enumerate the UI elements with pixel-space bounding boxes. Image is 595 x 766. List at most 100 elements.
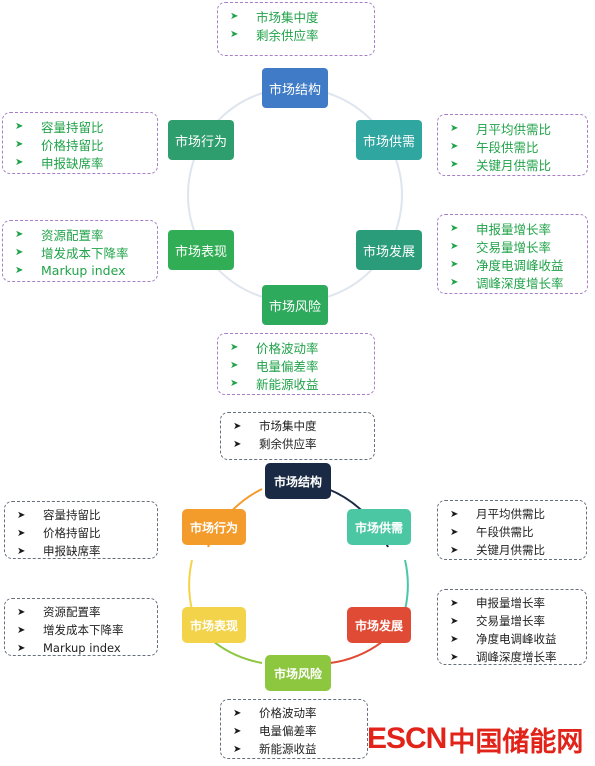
arrow-bullet-icon: ➤ <box>15 228 24 240</box>
indicator-box-performance: ➤资源配置率 ➤增发成本下降率 ➤Markup index <box>2 220 158 282</box>
logo-text-cn: 中国储能网 <box>448 726 584 757</box>
node-market-structure: 市场结构 <box>265 463 331 499</box>
arrow-bullet-icon: ➤ <box>17 624 26 636</box>
indicator-item: ➤申报缺席率 <box>17 544 101 558</box>
node-market-supply: 市场供需 <box>356 120 422 160</box>
indicator-item: ➤交易量增长率 <box>450 614 545 628</box>
indicator-box-structure: ➤市场集中度 ➤剩余供应率 <box>217 2 375 56</box>
arrow-bullet-icon: ➤ <box>450 258 459 270</box>
arrow-bullet-icon: ➤ <box>233 707 242 719</box>
indicator-box-structure: ➤市场集中度 ➤剩余供应率 <box>220 412 375 460</box>
indicator-item: ➤价格持留比 <box>17 526 101 540</box>
arrow-bullet-icon: ➤ <box>15 156 24 168</box>
node-market-performance: 市场表现 <box>168 230 234 270</box>
arrow-bullet-icon: ➤ <box>450 276 459 288</box>
arrow-bullet-icon: ➤ <box>450 158 459 170</box>
indicator-item: ➤净度电调峰收益 <box>450 632 557 646</box>
escn-logo-watermark: ESCN 中国储能网 <box>367 722 584 757</box>
indicator-box-supply: ➤月平均供需比 ➤午段供需比 ➤关键月供需比 <box>437 114 588 176</box>
indicator-item: ➤关键月供需比 <box>450 543 545 557</box>
arrow-bullet-icon: ➤ <box>233 725 242 737</box>
arrow-bullet-icon: ➤ <box>15 246 24 258</box>
indicator-item: ➤价格持留比 <box>15 137 104 153</box>
indicator-item: ➤调峰深度增长率 <box>450 275 564 291</box>
indicator-item: ➤市场集中度 <box>230 9 319 25</box>
arrow-bullet-icon: ➤ <box>450 651 459 663</box>
indicator-item: ➤容量持留比 <box>17 508 101 522</box>
indicator-item: ➤Markup index <box>17 641 121 655</box>
indicator-item: ➤市场集中度 <box>233 419 317 433</box>
arrow-bullet-icon: ➤ <box>17 545 26 557</box>
node-market-behavior: 市场行为 <box>168 120 234 160</box>
arrow-bullet-icon: ➤ <box>230 341 239 353</box>
arrow-bullet-icon: ➤ <box>450 122 459 134</box>
node-market-supply: 市场供需 <box>347 509 411 545</box>
arrow-bullet-icon: ➤ <box>17 527 26 539</box>
node-market-risk: 市场风险 <box>265 655 331 691</box>
arrow-bullet-icon: ➤ <box>230 28 239 40</box>
arrow-bullet-icon: ➤ <box>230 10 239 22</box>
indicator-item: ➤调峰深度增长率 <box>450 650 557 664</box>
indicator-item: ➤Markup index <box>15 262 126 278</box>
indicator-box-risk: ➤价格波动率 ➤电量偏差率 ➤新能源收益 <box>220 699 368 759</box>
arrow-bullet-icon: ➤ <box>450 222 459 234</box>
indicator-box-performance: ➤资源配置率 ➤增发成本下降率 ➤Markup index <box>4 598 158 656</box>
arrow-bullet-icon: ➤ <box>450 526 459 538</box>
arrow-bullet-icon: ➤ <box>450 544 459 556</box>
indicator-box-development: ➤申报量增长率 ➤交易量增长率 ➤净度电调峰收益 ➤调峰深度增长率 <box>437 214 588 294</box>
node-market-behavior: 市场行为 <box>182 509 246 545</box>
arrow-bullet-icon: ➤ <box>17 606 26 618</box>
node-market-performance: 市场表现 <box>182 607 246 643</box>
indicator-item: ➤午段供需比 <box>450 525 534 539</box>
arrow-bullet-icon: ➤ <box>17 642 26 654</box>
arrow-bullet-icon: ➤ <box>450 615 459 627</box>
arrow-bullet-icon: ➤ <box>450 508 459 520</box>
arrow-bullet-icon: ➤ <box>15 138 24 150</box>
arrow-bullet-icon: ➤ <box>450 140 459 152</box>
indicator-item: ➤交易量增长率 <box>450 239 552 255</box>
arrow-bullet-icon: ➤ <box>450 633 459 645</box>
arrow-bullet-icon: ➤ <box>450 597 459 609</box>
indicator-item: ➤剩余供应率 <box>233 437 317 451</box>
arrow-bullet-icon: ➤ <box>17 509 26 521</box>
indicator-item: ➤月平均供需比 <box>450 507 545 521</box>
indicator-item: ➤资源配置率 <box>15 227 104 243</box>
arrow-bullet-icon: ➤ <box>15 120 24 132</box>
arrow-bullet-icon: ➤ <box>15 264 24 276</box>
indicator-item: ➤容量持留比 <box>15 119 104 135</box>
arrow-bullet-icon: ➤ <box>230 377 239 389</box>
node-market-structure: 市场结构 <box>262 68 328 108</box>
indicator-item: ➤新能源收益 <box>233 742 317 756</box>
node-market-risk: 市场风险 <box>262 285 328 325</box>
arrow-bullet-icon: ➤ <box>233 438 242 450</box>
indicator-item: ➤资源配置率 <box>17 605 101 619</box>
arrow-bullet-icon: ➤ <box>450 240 459 252</box>
indicator-item: ➤月平均供需比 <box>450 121 552 137</box>
indicator-item: ➤电量偏差率 <box>233 724 317 738</box>
market-indicator-diagram-1: 市场结构 市场供需 市场发展 市场风险 市场表现 市场行为 ➤市场集中度 ➤剩余… <box>2 2 588 395</box>
indicator-item: ➤剩余供应率 <box>230 27 319 43</box>
indicator-item: ➤价格波动率 <box>230 340 319 356</box>
node-market-development: 市场发展 <box>356 230 422 270</box>
indicator-box-supply: ➤月平均供需比 ➤午段供需比 ➤关键月供需比 <box>437 500 587 560</box>
indicator-item: ➤价格波动率 <box>233 706 317 720</box>
node-market-development: 市场发展 <box>347 607 411 643</box>
indicator-item: ➤申报缺席率 <box>15 155 104 171</box>
indicator-item: ➤净度电调峰收益 <box>450 257 564 273</box>
indicator-box-development: ➤申报量增长率 ➤交易量增长率 ➤净度电调峰收益 ➤调峰深度增长率 <box>437 589 587 665</box>
market-indicator-diagram-2: 市场结构 市场供需 市场发展 市场风险 市场表现 市场行为 ➤市场集中度 ➤剩余… <box>0 405 595 766</box>
indicator-item: ➤关键月供需比 <box>450 157 552 173</box>
logo-text-en: ESCN <box>367 722 447 755</box>
indicator-item: ➤午段供需比 <box>450 139 539 155</box>
arrow-bullet-icon: ➤ <box>233 743 242 755</box>
indicator-item: ➤增发成本下降率 <box>15 245 129 261</box>
indicator-item: ➤电量偏差率 <box>230 358 319 374</box>
indicator-box-behavior: ➤容量持留比 ➤价格持留比 ➤申报缺席率 <box>4 501 158 559</box>
indicator-item: ➤增发成本下降率 <box>17 623 124 637</box>
indicator-item: ➤申报量增长率 <box>450 221 552 237</box>
arrow-bullet-icon: ➤ <box>233 420 242 432</box>
indicator-item: ➤新能源收益 <box>230 376 319 392</box>
indicator-item: ➤申报量增长率 <box>450 596 545 610</box>
indicator-box-behavior: ➤容量持留比 ➤价格持留比 ➤申报缺席率 <box>2 112 158 174</box>
indicator-box-risk: ➤价格波动率 ➤电量偏差率 ➤新能源收益 <box>217 333 375 395</box>
